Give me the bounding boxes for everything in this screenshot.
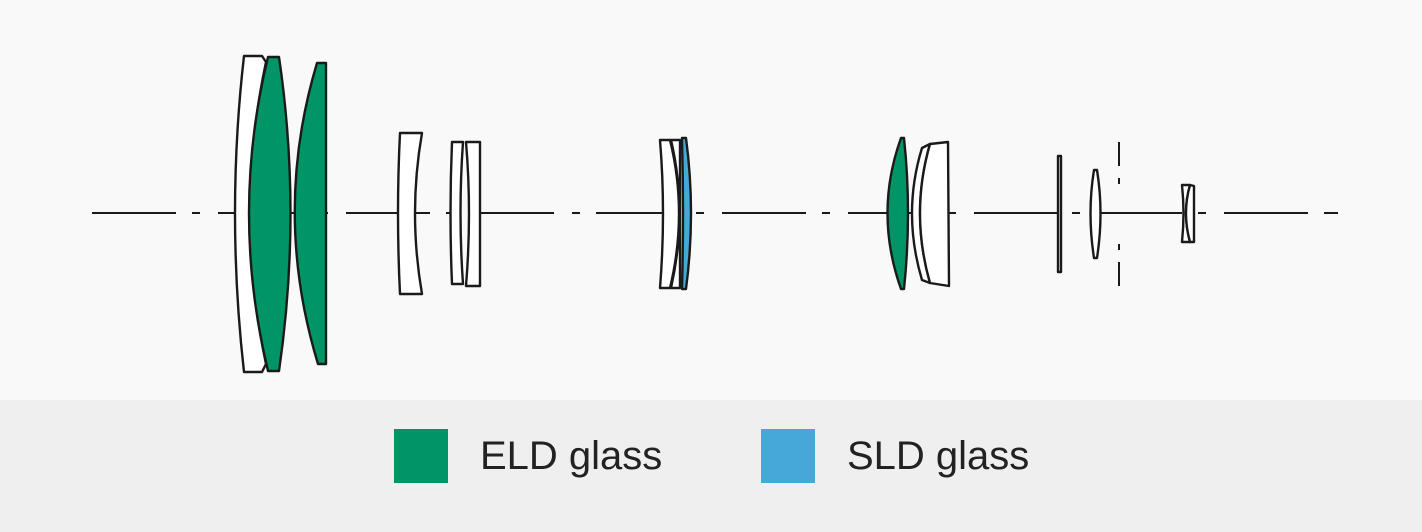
group2-element-3 [464,140,482,288]
sld-label: SLD glass [847,434,1030,478]
eld-swatch [394,429,448,483]
group3-element-3-sld [680,136,693,291]
front-element-2-eld [247,55,292,373]
group2-element-2 [449,140,465,286]
sld-swatch [761,429,815,483]
front-element-3-eld [293,61,328,366]
legend: ELD glass SLD glass [0,400,1422,532]
group3-element-2 [669,138,682,290]
small-biconvex-element [1089,168,1102,260]
lens-construction-svg [92,54,1338,374]
group4-element-1-eld [886,136,910,291]
flat-plate [1056,154,1063,274]
group2-element-1 [396,131,424,296]
eld-label: ELD glass [480,434,663,478]
rear-element-2 [1184,183,1196,244]
lens-diagram [92,54,1338,374]
group4-element-3 [918,140,951,288]
